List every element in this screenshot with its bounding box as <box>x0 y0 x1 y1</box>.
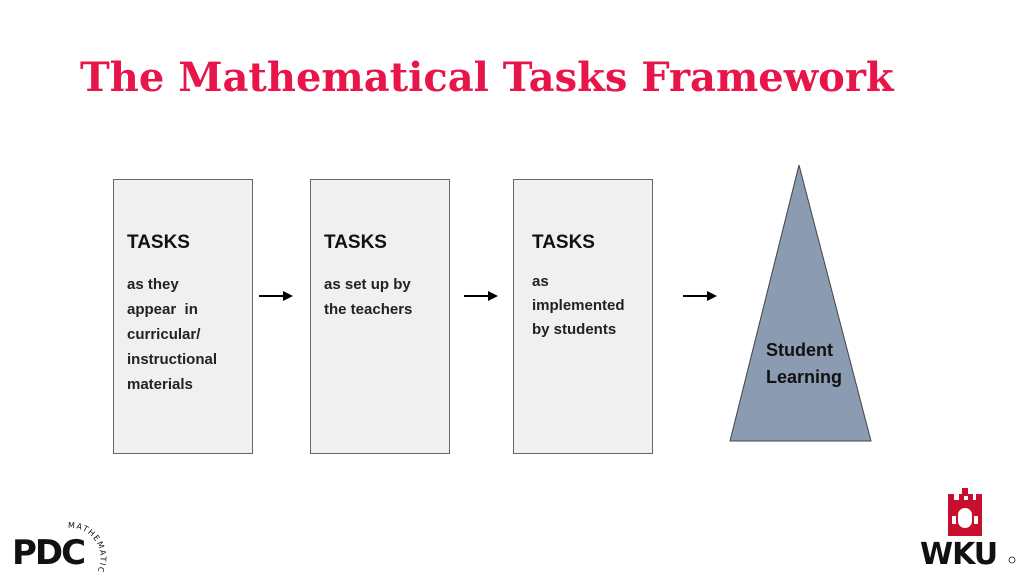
arrow-right-icon <box>464 291 498 301</box>
box-description: as set up by the teachers <box>324 272 412 322</box>
box-heading: TASKS <box>532 232 595 253</box>
pdc-mathematics-logo: PDC MATHEMATICS <box>10 520 107 572</box>
box-heading: TASKS <box>324 232 387 253</box>
task-box-curricular: TASKS as they appear in curricular/ inst… <box>113 179 253 454</box>
pyramid-label-line: Learning <box>766 367 843 387</box>
logo-text: PDC <box>12 533 84 572</box>
slide-title: The Mathematical Tasks Framework <box>80 54 894 101</box>
desc-line: by students <box>532 321 617 338</box>
pyramid-label-line: Student <box>766 340 833 360</box>
desc-line: as they <box>127 276 179 293</box>
arrow-right-icon <box>259 291 293 301</box>
desc-line: implemented <box>532 297 625 314</box>
task-box-setup: TASKS as set up by the teachers <box>310 179 450 454</box>
task-box-implemented: TASKS as implemented by students <box>513 179 653 454</box>
student-learning-pyramid <box>729 164 872 442</box>
desc-line: appear in <box>127 301 198 318</box>
logo-text: WKU <box>920 537 997 568</box>
pyramid-label: Student Learning <box>766 337 842 391</box>
box-description: as they appear in curricular/ instructio… <box>127 272 217 397</box>
desc-line: as <box>532 273 549 290</box>
desc-line: materials <box>127 376 193 393</box>
wku-logo: WKU <box>920 488 1016 568</box>
desc-line: instructional <box>127 351 218 368</box>
box-description: as implemented by students <box>532 270 625 342</box>
desc-line: curricular/ <box>127 326 201 343</box>
desc-line: the teachers <box>324 301 413 318</box>
arrow-right-icon <box>683 291 717 301</box>
box-heading: TASKS <box>127 232 190 253</box>
desc-line: as set up by <box>324 276 411 293</box>
